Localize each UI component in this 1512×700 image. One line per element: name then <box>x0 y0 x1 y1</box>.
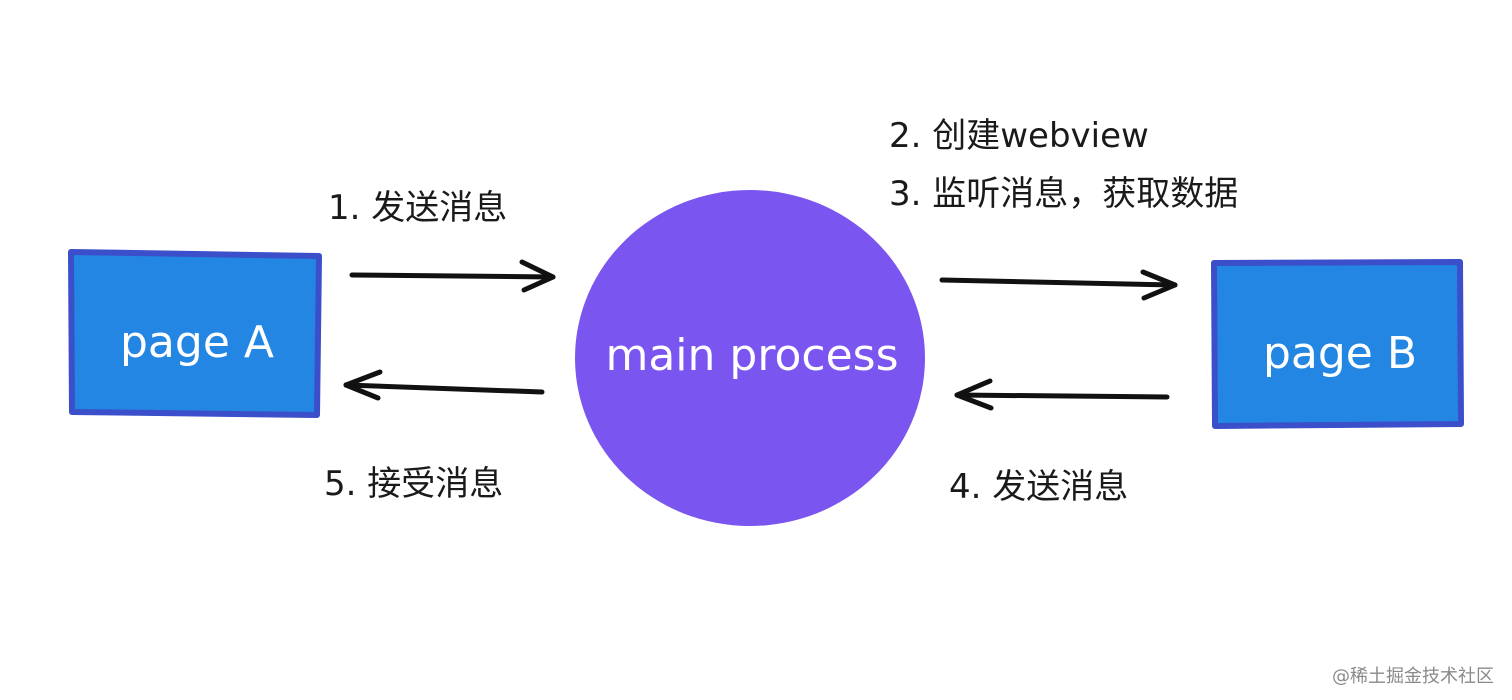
arrow-step4 <box>954 378 1170 411</box>
page-b-node: page B <box>1211 259 1464 429</box>
step1-label: 1. 发送消息 <box>328 188 507 228</box>
main-process-label: main process <box>605 330 898 381</box>
arrow-step2-3 <box>939 269 1178 301</box>
step4-label: 4. 发送消息 <box>949 467 1128 507</box>
main-process-circle <box>575 190 925 526</box>
page-a-label: page A <box>120 317 274 368</box>
watermark: @稀土掘金技术社区 <box>1332 666 1494 687</box>
page-b-box <box>1211 259 1464 429</box>
step2-label: 2. 创建webview <box>889 116 1149 156</box>
arrow-step1 <box>349 259 556 293</box>
step3-label: 3. 监听消息，获取数据 <box>889 174 1238 214</box>
page-a-box <box>68 249 322 418</box>
page-a-node: page A <box>68 249 322 418</box>
main-process-node: main process <box>575 190 925 526</box>
page-b-label: page B <box>1263 328 1417 379</box>
arrow-step5 <box>343 369 545 401</box>
arrows <box>343 259 1178 411</box>
step5-label: 5. 接受消息 <box>324 464 503 504</box>
